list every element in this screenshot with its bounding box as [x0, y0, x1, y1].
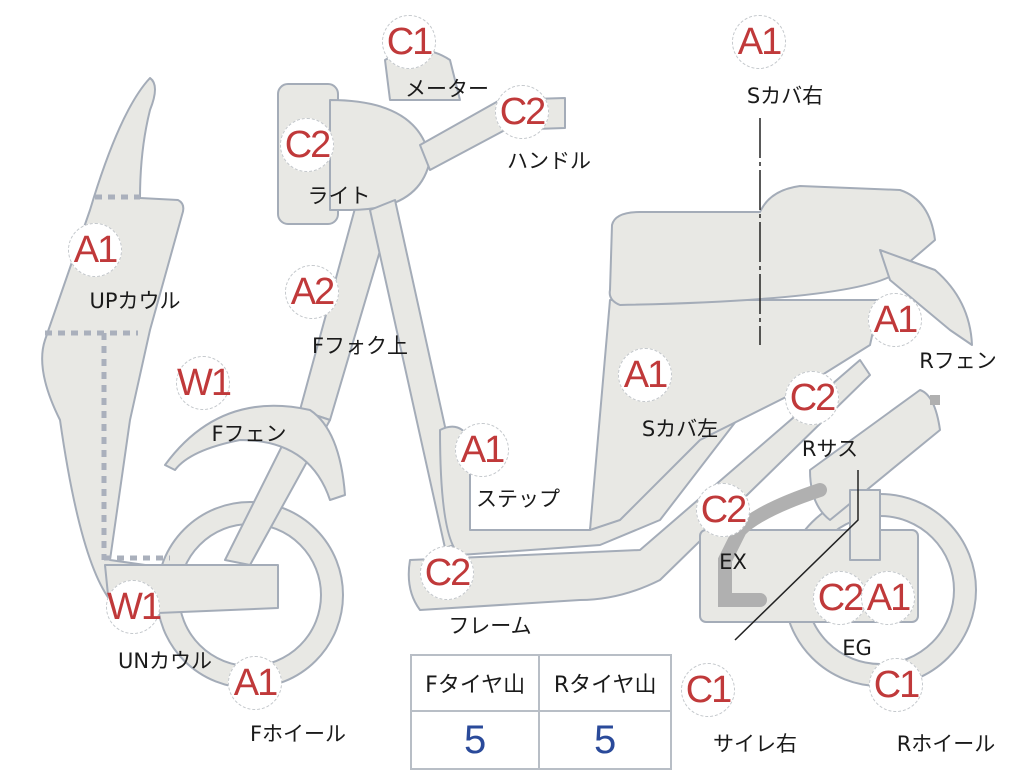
label-rear-suspension: Rサス — [801, 437, 859, 461]
exhaust — [718, 483, 827, 607]
front-tire-header: Fタイヤ山 — [409, 654, 541, 712]
grade-badge-engine: C2 — [813, 571, 867, 625]
grade-badge-exhaust: C2 — [696, 483, 750, 537]
upper-cowl — [41, 77, 185, 601]
label-upper-cowl: UPカウル — [89, 289, 181, 313]
label-rear-fender: Rフェン — [919, 349, 997, 373]
grade-badge-meter: C1 — [382, 15, 436, 69]
label-front-fork: Fフォク上 — [311, 334, 409, 358]
grade-badge-light: C2 — [280, 118, 334, 172]
seat — [608, 185, 936, 306]
label-meter: メーター — [405, 77, 489, 101]
grade-badge-under-cowl: W1 — [106, 580, 162, 634]
label-engine: EG — [842, 636, 872, 660]
grade-badge-rear-suspension: C2 — [785, 371, 839, 425]
grade-badge-step: A1 — [455, 423, 509, 477]
label-front-wheel: Fホイール — [249, 722, 347, 746]
grade-badge-handle: C2 — [495, 85, 549, 139]
tire-tread-table: Fタイヤ山 Rタイヤ山 5 5 — [409, 654, 672, 770]
label-side-cover-right: Sカバ右 — [746, 84, 824, 108]
label-frame: フレーム — [448, 614, 532, 638]
rear-tire-value: 5 — [538, 710, 672, 770]
label-rear-wheel: Rホイール — [896, 732, 996, 756]
label-exhaust: EX — [719, 550, 747, 574]
label-muffler-right: サイレ右 — [713, 732, 797, 756]
grade-badge-engine-2: A1 — [861, 571, 915, 625]
label-front-fender: Fフェン — [211, 422, 287, 446]
grade-badge-rear-fender: A1 — [868, 293, 922, 347]
rear-fender — [879, 249, 973, 346]
grade-badge-front-fork: A2 — [285, 265, 339, 319]
grade-badge-side-cover-right: A1 — [732, 15, 786, 69]
label-handle: ハンドル — [507, 149, 591, 173]
label-light: ライト — [307, 184, 371, 208]
grade-badge-front-fender: W1 — [176, 356, 232, 410]
grade-badge-front-wheel: A1 — [228, 656, 282, 710]
grade-badge-frame: C2 — [420, 546, 474, 600]
grade-badge-muffler-right: C1 — [681, 663, 735, 717]
label-step: ステップ — [476, 487, 560, 511]
grade-badge-rear-wheel: C1 — [869, 658, 923, 712]
rear-tire-header: Rタイヤ山 — [538, 654, 672, 712]
front-fender — [164, 404, 346, 501]
grade-badge-upper-cowl: A1 — [68, 223, 122, 277]
grade-badge-side-cover-left: A1 — [618, 348, 672, 402]
label-under-cowl: UNカウル — [117, 649, 213, 673]
front-tire-value: 5 — [409, 710, 541, 770]
label-side-cover-left: Sカバ左 — [641, 417, 719, 441]
